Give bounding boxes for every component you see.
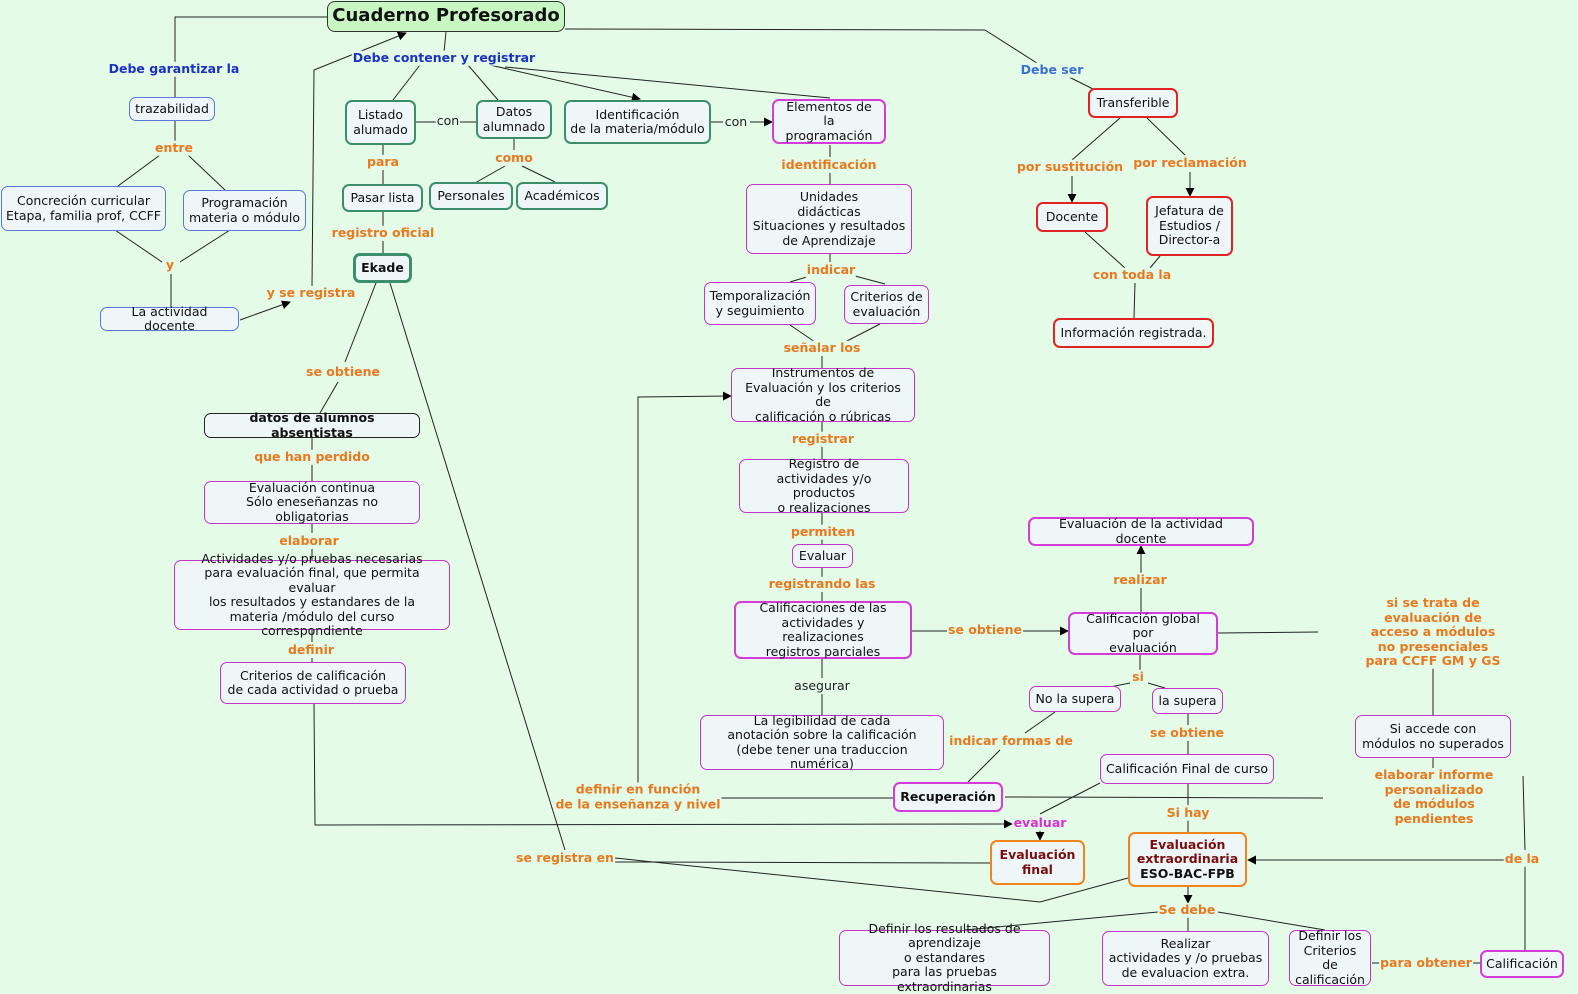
node-academicos[interactable]: Académicos (516, 182, 608, 210)
node-actividades-pruebas[interactable]: Actividades y/o pruebas necesarias para … (174, 551, 450, 638)
link-que-han-perdido: que han perdido (253, 448, 371, 465)
node-registro-actividades[interactable]: Registro de actividades y/o productos o … (739, 456, 909, 514)
link-si-hay: Si hay (1165, 804, 1211, 821)
node-definir-resultados[interactable]: Definir los resultados de aprendizaje o … (839, 921, 1050, 994)
node-actividad-docente[interactable]: La actividad docente (100, 304, 239, 333)
node-alumnos-absentistas[interactable]: datos de alumnos absentistas (204, 410, 420, 439)
node-definir-criterios[interactable]: Definir los Criterios de calificación (1289, 928, 1371, 986)
node-no-la-supera[interactable]: No la supera (1029, 686, 1121, 712)
node-evaluacion-continua[interactable]: Evaluación continua Sólo eneseñanzas no … (204, 480, 420, 524)
link-asegurar: asegurar (793, 677, 851, 694)
node-trazabilidad[interactable]: trazabilidad (129, 97, 215, 121)
node-datos-alumnado[interactable]: Datos alumnado (476, 100, 552, 139)
node-temporalizacion[interactable]: Temporalización y seguimiento (704, 282, 816, 325)
link-debe-contener: Debe contener y registrar (351, 49, 537, 66)
node-calificacion-final-curso[interactable]: Calificación Final de curso (1100, 754, 1274, 784)
link-si: si (1131, 668, 1145, 685)
link-se-obtiene-calif: se obtiene (947, 621, 1023, 638)
link-de-la: de la (1503, 850, 1541, 867)
node-evaluar[interactable]: Evaluar (792, 544, 853, 568)
link-evaluar: evaluar (1012, 814, 1068, 831)
link-registrando-las: registrando las (767, 575, 877, 592)
link-se-obtiene-final: se obtiene (1149, 724, 1225, 741)
link-realizar: realizar (1112, 571, 1168, 588)
node-criterios-calificacion[interactable]: Criterios de calificación de cada activi… (220, 662, 406, 704)
node-evaluacion-extraordinaria[interactable]: Evaluación extraordinaria ESO-BAC-FPB (1128, 832, 1247, 887)
link-indicar-formas: indicar formas de (948, 732, 1074, 749)
node-criterios-evaluacion[interactable]: Criterios de evaluación (844, 285, 929, 324)
node-pasar-lista[interactable]: Pasar lista (342, 184, 423, 212)
node-legibilidad[interactable]: La legibilidad de cada anotación sobre l… (700, 713, 944, 771)
link-por-sustitucion: por sustitución (1015, 158, 1125, 175)
node-unidades-didacticas[interactable]: Unidades didácticas Situaciones y result… (746, 184, 912, 254)
link-se-registra-en: se registra en (515, 849, 615, 866)
node-elementos-programacion[interactable]: Elementos de la programación (772, 99, 886, 144)
link-con-toda-la: con toda la (1091, 266, 1173, 283)
link-se-debe: Se debe (1157, 901, 1217, 918)
link-debe-ser: Debe ser (1019, 61, 1085, 78)
link-senalar-los: señalar los (782, 339, 862, 356)
node-personales[interactable]: Personales (429, 182, 513, 210)
node-docente[interactable]: Docente (1036, 202, 1108, 232)
link-si-se-trata: si se trata de evaluación de acceso a mó… (1360, 595, 1506, 669)
link-registro-oficial: registro oficial (330, 224, 436, 241)
link-para: para (366, 153, 400, 170)
node-informacion-registrada[interactable]: Información registrada. (1053, 318, 1214, 348)
link-permiten: permiten (789, 523, 857, 540)
node-listado-alumnado[interactable]: Listado alumado (345, 100, 416, 145)
link-con-1: con (435, 112, 461, 129)
link-como: como (494, 149, 534, 166)
node-si-accede[interactable]: Si accede con módulos no superados (1355, 715, 1511, 758)
node-evaluacion-actividad-docente[interactable]: Evaluación de la actividad docente (1028, 516, 1254, 546)
link-identificacion: identificación (780, 156, 878, 173)
link-y: y (164, 256, 176, 273)
node-evaluacion-final[interactable]: Evaluación final (990, 840, 1085, 885)
title-node[interactable]: Cuaderno Profesorado (327, 1, 565, 32)
link-indicar: indicar (805, 261, 857, 278)
link-y-se-registra: y se registra (265, 284, 357, 301)
link-registrar: registrar (790, 430, 856, 447)
node-concrecion-curricular[interactable]: Concreción curricular Etapa, familia pro… (1, 186, 166, 231)
eval-extra-levels: ESO-BAC-FPB (1140, 865, 1235, 881)
node-realizar-actividades[interactable]: Realizar actividades y /o pruebas de eva… (1102, 931, 1269, 986)
link-por-reclamacion: por reclamación (1132, 154, 1248, 171)
link-entre: entre (154, 139, 194, 156)
link-elaborar-informe: elaborar informe personalizado de módulo… (1362, 767, 1506, 826)
link-definir-en-funcion: definir en función de la enseñanza y niv… (554, 781, 722, 812)
node-ekade[interactable]: Ekade (353, 253, 412, 283)
link-se-obtiene-ekade: se obtiene (305, 363, 381, 380)
node-calificaciones-parciales[interactable]: Calificaciones de las actividades y real… (734, 600, 912, 659)
node-calificacion[interactable]: Calificación (1480, 950, 1564, 978)
node-programacion[interactable]: Programación materia o módulo (183, 190, 306, 231)
node-la-supera[interactable]: la supera (1152, 688, 1223, 714)
node-jefatura-estudios[interactable]: Jefatura de Estudios / Director-a (1146, 196, 1233, 256)
link-para-obtener: para obtener (1379, 954, 1473, 971)
node-identificacion-materia[interactable]: Identificación de la materia/módulo (564, 100, 711, 144)
link-debe-garantizar: Debe garantizar la (107, 60, 241, 77)
link-elaborar: elaborar (278, 532, 340, 549)
link-con-2: con (723, 113, 749, 130)
node-recuperacion[interactable]: Recuperación (893, 782, 1003, 812)
node-instrumentos[interactable]: Instrumentos de Evaluación y los criteri… (731, 365, 915, 423)
link-definir: definir (286, 641, 336, 658)
node-calificacion-global[interactable]: Calificación global por evaluación (1068, 611, 1218, 655)
node-transferible[interactable]: Transferible (1088, 88, 1178, 118)
eval-extra-label: Evaluación extraordinaria ESO-BAC-FPB (1136, 836, 1239, 881)
